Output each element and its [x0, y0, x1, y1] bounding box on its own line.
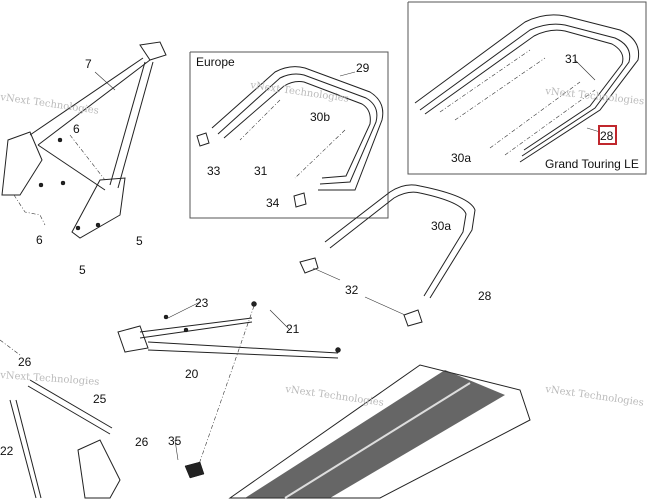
callout-21[interactable]: 21 — [286, 322, 300, 336]
watermark-text: vNext Technologies — [544, 384, 645, 409]
callout-6[interactable]: 6 — [73, 122, 80, 136]
callout-30b[interactable]: 30b — [310, 110, 330, 124]
track-tunnel — [184, 364, 531, 499]
callout-28-highlighted[interactable]: 28 — [600, 129, 614, 143]
front-a-frame — [1, 41, 167, 239]
callout-31[interactable]: 31 — [254, 164, 268, 178]
callout-26[interactable]: 26 — [18, 355, 32, 369]
rear-arms — [117, 301, 341, 471]
watermark-text: vNext Technologies — [249, 80, 350, 105]
standard-rail — [299, 184, 476, 327]
callout-6[interactable]: 6 — [36, 233, 43, 247]
highlight-box — [598, 125, 617, 145]
callout-31[interactable]: 31 — [565, 52, 579, 66]
callout-25[interactable]: 25 — [93, 392, 107, 406]
leader-lines — [94, 59, 601, 461]
callout-30a[interactable]: 30a — [451, 151, 471, 165]
callout-20[interactable]: 20 — [185, 367, 199, 381]
callout-35[interactable]: 35 — [168, 434, 182, 448]
callout-5[interactable]: 5 — [79, 263, 86, 277]
europe-rail — [196, 66, 384, 208]
callout-23[interactable]: 23 — [195, 296, 209, 310]
left-bars — [0, 339, 121, 499]
watermarks: vNext Technologies vNext Technologies vN… — [0, 80, 645, 409]
watermark-text: vNext Technologies — [284, 384, 385, 409]
callout-5[interactable]: 5 — [136, 234, 143, 248]
callout-28[interactable]: 28 — [478, 289, 492, 303]
callout-32[interactable]: 32 — [345, 283, 359, 297]
watermark-text: vNext Technologies — [0, 370, 100, 388]
grand-touring-box — [407, 1, 647, 175]
callout-30a[interactable]: 30a — [431, 219, 451, 233]
callout-34[interactable]: 34 — [266, 196, 280, 210]
callout-22[interactable]: 22 — [0, 444, 14, 458]
callout-26[interactable]: 26 — [135, 435, 149, 449]
grand-touring-rail — [414, 14, 640, 163]
callout-7[interactable]: 7 — [85, 57, 92, 71]
callout-33[interactable]: 33 — [207, 164, 221, 178]
watermark-text: vNext Technologies — [0, 92, 99, 117]
callout-29[interactable]: 29 — [356, 61, 370, 75]
watermark-text: vNext Technologies — [544, 86, 645, 107]
europe-box — [189, 51, 389, 219]
grand-touring-title: Grand Touring LE — [545, 157, 639, 171]
europe-title: Europe — [196, 55, 235, 69]
